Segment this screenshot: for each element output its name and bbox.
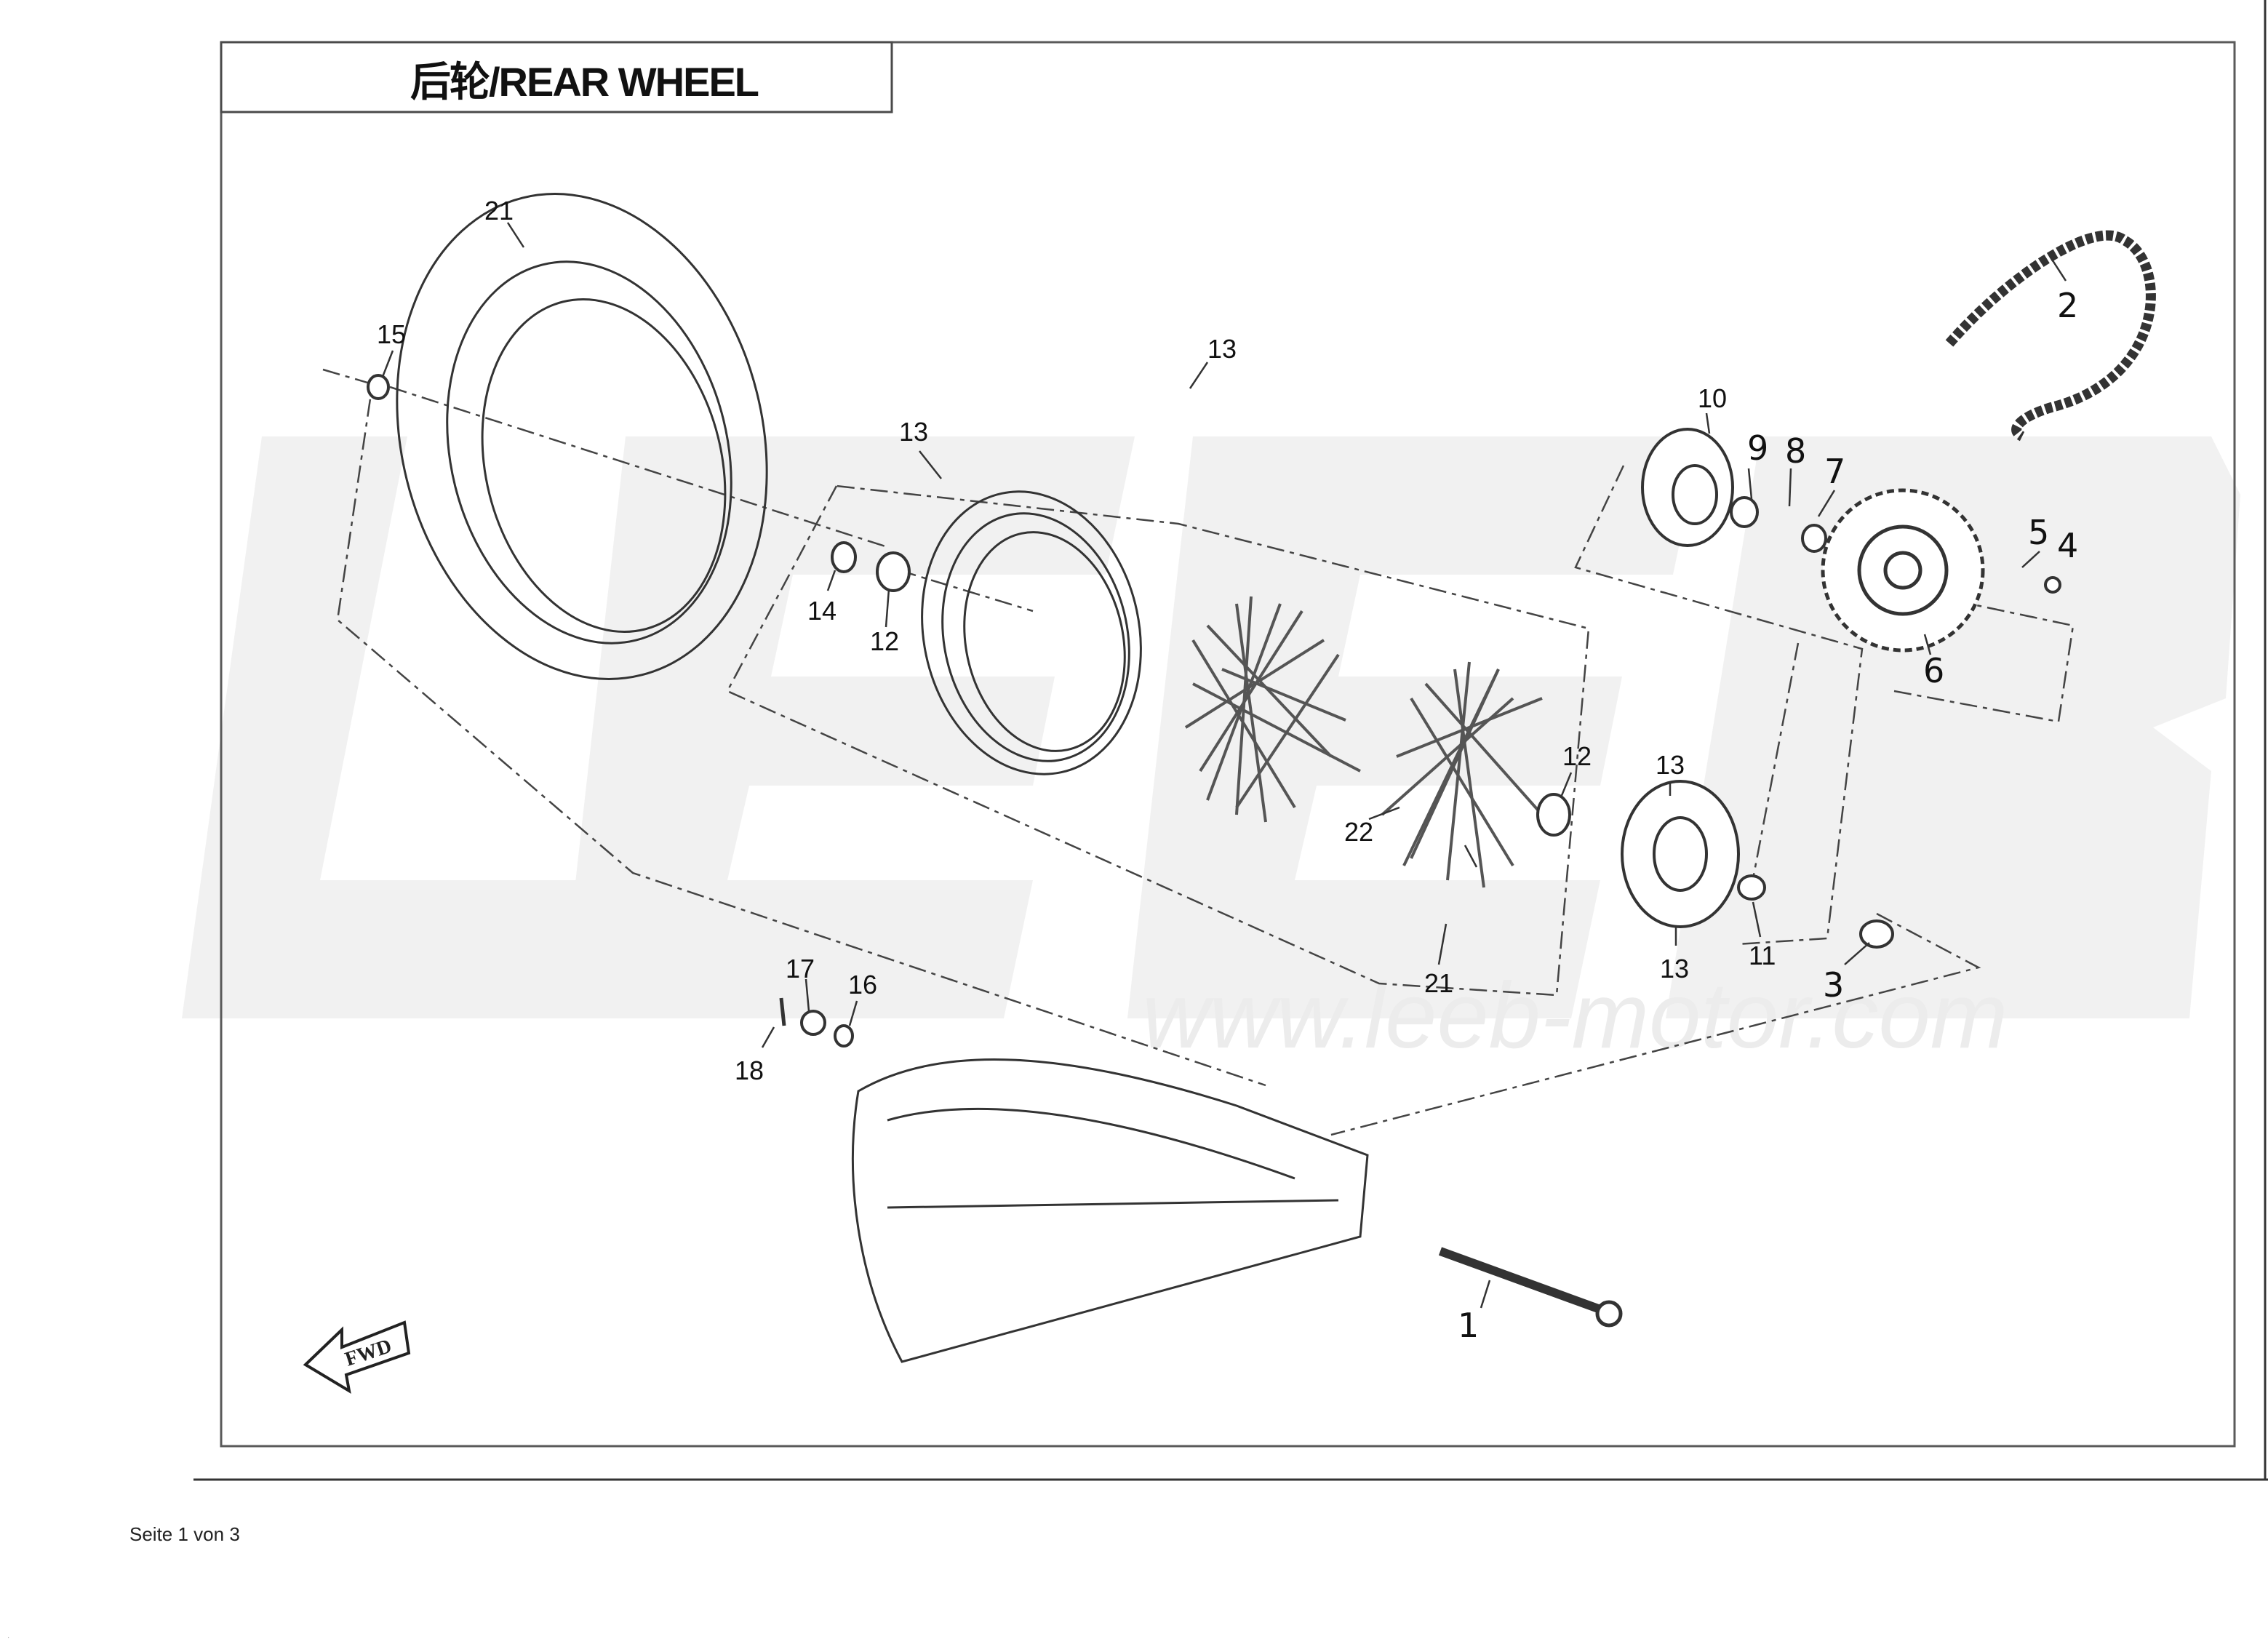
diagram-frame <box>220 41 2236 1448</box>
callout-15: 13 <box>1207 334 1237 364</box>
callout-9: 9 <box>1747 428 1768 468</box>
corner-mark: · <box>7 1634 10 1642</box>
page-footer: Seite 1 von 3 <box>129 1523 240 1545</box>
small-hardware-parts <box>367 374 2061 1048</box>
fwd-arrow-icon: FWD <box>303 1320 411 1394</box>
callout-12-right: 12 <box>1562 741 1592 771</box>
rear-axle-part <box>1438 1247 1623 1328</box>
sprocket-hub-part <box>1641 428 1734 547</box>
rim-part <box>921 490 1142 775</box>
callout-11: 11 <box>1749 941 1776 970</box>
sprocket-part <box>1821 488 1985 653</box>
callout-13-bottom: 13 <box>1660 954 1689 983</box>
callout-14: 13 <box>899 417 928 447</box>
cush-drive-rubber-part <box>1621 780 1740 928</box>
assembly-dashed-lines <box>322 368 2075 1136</box>
callout-22: 22 <box>1344 817 1373 847</box>
callout-20: 18 <box>735 1056 764 1085</box>
callout-6: 6 <box>1923 651 1944 690</box>
callout-21-spokes: 21 <box>1424 968 1453 998</box>
callout-7: 7 <box>1824 452 1845 491</box>
callout-5: 5 <box>2028 513 2049 552</box>
callout-3: 3 <box>1823 965 1844 1005</box>
drive-chain-part <box>1945 230 2156 442</box>
tire-part <box>396 193 768 680</box>
watermark-url: www.leeb-motor.com <box>1142 964 2008 1068</box>
callout-12-left: 12 <box>870 626 899 656</box>
swingarm-part <box>852 1058 1369 1363</box>
cotter-pin-part <box>779 997 786 1026</box>
callout-4: 4 <box>2057 526 2078 565</box>
diagram-title: 后轮/REAR WHEEL <box>410 59 759 105</box>
callout-19: 17 <box>786 954 815 983</box>
callout-1: 1 <box>1458 1306 1479 1345</box>
callout-18: 16 <box>848 970 877 999</box>
callout-21-tire: 21 <box>484 196 514 226</box>
callout-17: 15 <box>377 319 406 349</box>
callout-10: 10 <box>1698 383 1727 413</box>
callout-2: 2 <box>2057 286 2078 325</box>
callout-16: 14 <box>807 596 836 626</box>
spoke-set-right <box>1381 661 1544 888</box>
callout-leaders <box>381 222 2067 1309</box>
callout-13-top: 13 <box>1656 750 1685 780</box>
spoke-set-left <box>1184 596 1361 823</box>
callout-8: 8 <box>1785 431 1806 471</box>
callout-numbers: 21 15 13 13 14 12 10 9 8 7 5 4 6 2 12 13… <box>377 196 2078 1345</box>
title-box <box>220 41 893 113</box>
